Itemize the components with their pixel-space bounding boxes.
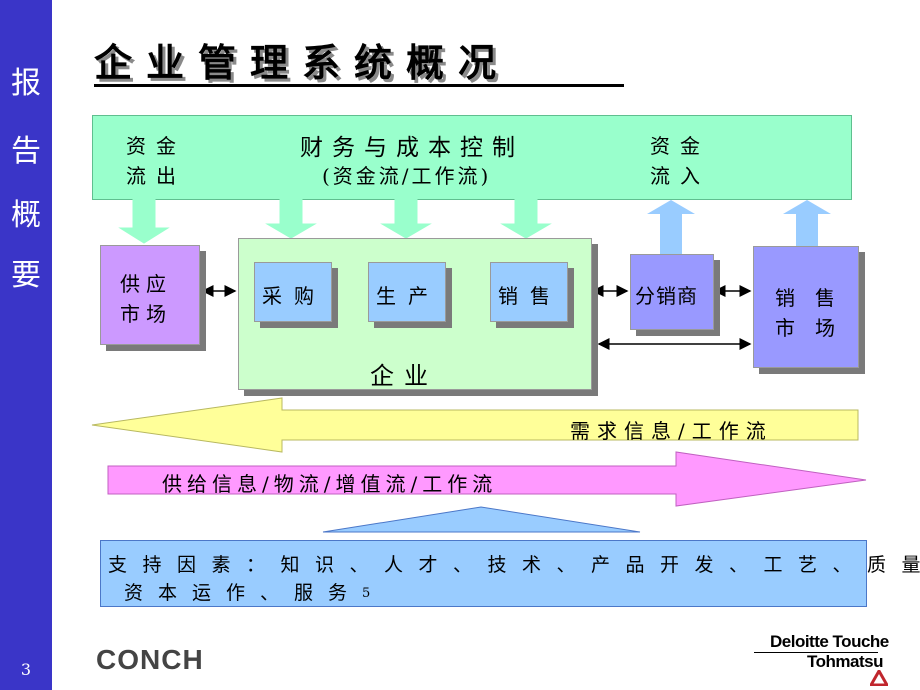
support-factors-line2: 资本运作、服务 bbox=[124, 582, 363, 604]
finance-down-arrow-3 bbox=[500, 197, 552, 239]
cash-inflow-line2: 流入 bbox=[650, 164, 710, 188]
support-footnote: 5 bbox=[362, 586, 371, 601]
sidebar: 报 告 概 要 3 bbox=[0, 0, 52, 690]
conch-logo: CONCH bbox=[96, 644, 204, 675]
sidebar-char: 概 bbox=[11, 198, 41, 233]
distributor-box bbox=[630, 254, 714, 330]
sidebar-char: 告 bbox=[11, 134, 41, 169]
deloitte-triangle-icon bbox=[870, 670, 888, 686]
deloitte-logo-line1: Deloitte Touche bbox=[770, 632, 889, 651]
sidebar-char: 要 bbox=[11, 258, 41, 293]
production-box bbox=[368, 262, 446, 322]
deloitte-logo-rule bbox=[754, 652, 878, 653]
cash-inflow-up-arrow-2 bbox=[783, 200, 831, 246]
finance-down-arrow-2 bbox=[380, 197, 432, 239]
cash-inflow-line1: 资金 bbox=[650, 134, 710, 158]
demand-info-label: 需求信息/工作流 bbox=[570, 419, 773, 443]
finance-control-label: 财务与成本控制 bbox=[300, 135, 524, 161]
support-factors-box bbox=[100, 540, 867, 607]
cash-outflow-down-arrow bbox=[118, 197, 170, 244]
sales-market-line2: 市场 bbox=[775, 316, 855, 340]
purchase-box bbox=[254, 262, 332, 322]
production-label: 生产 bbox=[376, 284, 440, 308]
demand-info-arrow bbox=[91, 397, 859, 453]
sales-market-line1: 销售 bbox=[775, 286, 855, 310]
distributor-label: 分销商 bbox=[635, 284, 698, 308]
supply-market-line2: 市场 bbox=[120, 302, 172, 326]
sales-label: 销售 bbox=[498, 284, 562, 308]
finance-cost-control-bar bbox=[92, 115, 852, 200]
support-up-arrow bbox=[322, 506, 641, 533]
purchase-label: 采购 bbox=[262, 284, 326, 308]
sales-box bbox=[490, 262, 568, 322]
page-number: 3 bbox=[20, 660, 32, 679]
supply-market-box bbox=[100, 245, 200, 345]
sales-market-box bbox=[753, 246, 859, 368]
cash-outflow-line1: 资金 bbox=[126, 134, 186, 158]
title-underline bbox=[94, 84, 624, 87]
supply-info-label: 供给信息/物流/增值流/工作流 bbox=[162, 472, 498, 496]
support-factors-line1: 支持因素：知识、人才、技术、产品开发、工艺、质量 bbox=[108, 554, 920, 576]
cash-inflow-up-arrow-1 bbox=[647, 200, 695, 254]
sidebar-char: 报 bbox=[11, 66, 41, 101]
page-title: 企业管理系统概况 bbox=[94, 40, 511, 85]
finance-down-arrow-1 bbox=[265, 197, 317, 239]
finance-flow-label: (资金流/工作流) bbox=[322, 164, 492, 188]
deloitte-logo-line2: Tohmatsu bbox=[807, 652, 883, 671]
cash-outflow-line2: 流出 bbox=[126, 164, 186, 188]
enterprise-label: 企业 bbox=[370, 362, 438, 390]
supply-info-arrow bbox=[107, 451, 867, 507]
supply-market-line1: 供应 bbox=[120, 272, 172, 296]
